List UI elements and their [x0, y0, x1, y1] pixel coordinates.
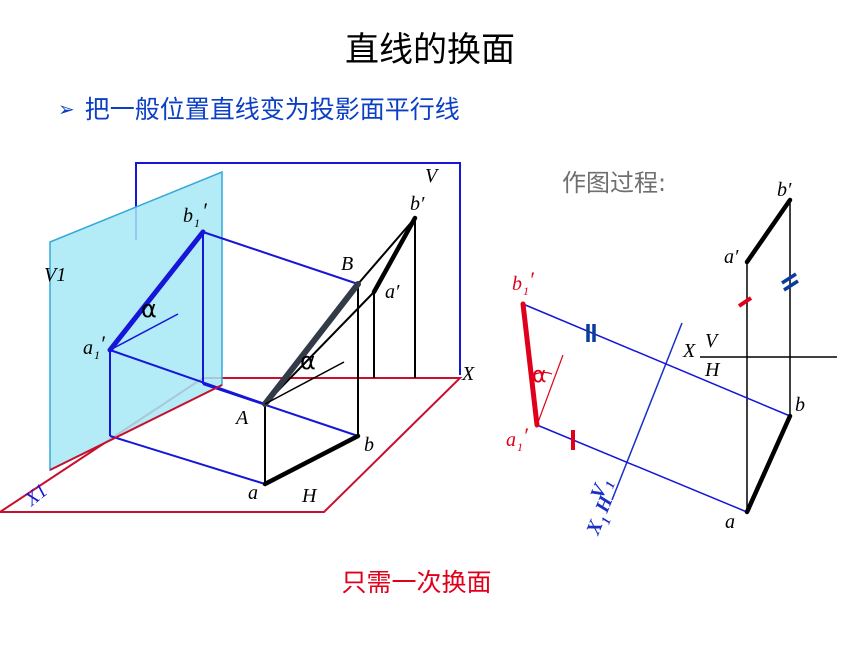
- a1r-prime: ′: [523, 423, 529, 448]
- label-axis-x1: X1: [20, 480, 52, 512]
- label-point-b-prime: b′: [410, 193, 425, 215]
- label-plane-v1: V1: [44, 264, 66, 286]
- v-plane-outline: [135, 162, 461, 375]
- h-projection-ab: [262, 433, 361, 487]
- tick-double-blue-b-prime: [781, 272, 799, 292]
- a1r-sub: 1: [517, 440, 523, 454]
- label-a1-prime-right: a 1 ′: [506, 423, 529, 454]
- label-x1-sub: 1: [598, 515, 614, 527]
- true-length-a1-b1: [107, 229, 206, 353]
- label-a-right: a: [725, 511, 735, 533]
- a1-subscript: 1: [94, 348, 100, 362]
- label-v1-sub: 1: [602, 479, 618, 491]
- x1-axis-right: [611, 322, 683, 501]
- label-b-prime-right: b′: [777, 179, 792, 201]
- true-length-a1-b1-right: [520, 301, 540, 428]
- label-point-b: b: [364, 434, 374, 456]
- b1-letter: b: [183, 205, 193, 227]
- angle-alpha-ab: α: [300, 347, 316, 375]
- projector-B-bprime: [357, 217, 416, 285]
- x1-axis-line: [49, 384, 223, 471]
- b1r-prime: ′: [529, 267, 535, 292]
- label-b1-prime-right: b 1 ′: [512, 267, 535, 298]
- label-axis-x-right: X: [682, 340, 696, 362]
- label-point-a1-prime: a 1 ′: [83, 331, 106, 362]
- label-plane-h: H: [301, 485, 318, 507]
- label-v1-h-axis: V 1: [586, 479, 618, 502]
- a1r-letter: a: [506, 429, 516, 451]
- bullet-text: 把一般位置直线变为投影面平行线: [84, 95, 460, 124]
- label-point-b1-prime: b 1 ′: [183, 198, 208, 230]
- footer-note: 只需一次换面: [341, 568, 492, 597]
- page-title: 直线的换面: [345, 30, 515, 70]
- proj-B-b1: [202, 231, 359, 285]
- label-a-prime-right: a′: [724, 246, 739, 268]
- b1r-sub: 1: [523, 284, 529, 298]
- v-projection-a-b-prime: [371, 215, 418, 295]
- label-point-a: a: [248, 482, 258, 504]
- angle-alpha-right: α: [532, 363, 547, 388]
- proj-b-x1: [202, 383, 359, 437]
- h-projection-right: [744, 413, 793, 515]
- angle-ref-line-AB: [264, 361, 345, 405]
- v-projection-right: [744, 197, 793, 265]
- label-point-a-prime: a′: [385, 281, 400, 303]
- angle-ref-line-right: [536, 354, 564, 426]
- b1-subscript: 1: [194, 216, 200, 230]
- label-plane-v: V: [425, 165, 440, 187]
- proj-A-a1: [109, 349, 266, 405]
- proj-a-x1: [109, 435, 266, 485]
- label-axis-x: X: [461, 363, 475, 385]
- angle-alpha-v1: α: [141, 295, 157, 323]
- b1r-letter: b: [512, 273, 522, 295]
- space-line-AB: [262, 281, 361, 407]
- label-point-A: A: [234, 407, 249, 429]
- right-2d-figure: X V H V 1 X 1 H a b a′ b′ a 1 ′ b 1 ′ α: [506, 179, 837, 539]
- angle-ref-line-v1: [109, 313, 179, 351]
- label-h-right: H: [704, 359, 721, 381]
- a1-prime-mark: ′: [100, 331, 106, 356]
- bullet-point: ➢ 把一般位置直线变为投影面平行线: [58, 90, 460, 126]
- label-point-B: B: [341, 253, 353, 275]
- a1-letter: a: [83, 337, 93, 359]
- process-label: 作图过程:: [562, 169, 667, 197]
- label-x1-h-axis: X 1 H: [582, 492, 618, 539]
- proj-a-to-a1: [536, 424, 748, 513]
- label-b-right: b: [795, 394, 805, 416]
- left-3d-figure: V V1 H X X1 A B a b a′ b′ a 1 ′ b 1 ′ α …: [0, 162, 475, 513]
- proj-b-to-b1: [522, 303, 791, 417]
- tick-double-blue-b1: [586, 324, 596, 342]
- arrow-bullet-icon: ➢: [58, 97, 75, 121]
- label-v-right: V: [705, 330, 720, 352]
- b1-prime-mark: ′: [202, 198, 208, 223]
- tick-single-red-a-prime: [737, 296, 753, 308]
